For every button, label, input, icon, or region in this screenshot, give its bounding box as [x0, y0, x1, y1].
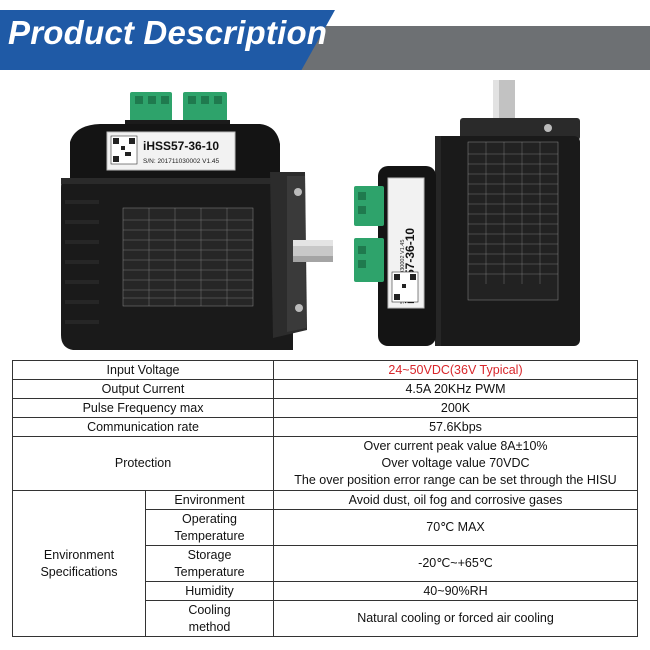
protection-line: Over voltage value 70VDC — [381, 456, 530, 470]
env-sub-label-line: Operating — [182, 511, 237, 526]
env-sub-label-line: Temperature — [174, 564, 245, 579]
environment-group-label-line: Specifications — [40, 564, 118, 579]
spec-value-multiline: Over current peak value 8A±10% Over volt… — [273, 436, 638, 491]
spec-label: Input Voltage — [11, 360, 275, 380]
env-sub-label: Storage Temperature — [144, 545, 275, 582]
spec-row-storage-temperature: Storage Temperature -20℃~+65℃ — [13, 545, 638, 582]
env-sub-label: Environment — [144, 490, 275, 510]
header-banner-blue — [0, 10, 335, 70]
spec-row-protection: Protection Over current peak value 8A±10… — [11, 436, 638, 491]
env-sub-label-line: Humidity — [185, 583, 234, 598]
spec-table: Input Voltage 24~50VDC(36V Typical) Outp… — [11, 360, 638, 637]
spec-row-pulse-frequency: Pulse Frequency max 200K — [11, 398, 638, 418]
spec-label: Pulse Frequency max — [11, 398, 275, 418]
spec-label: Communication rate — [11, 417, 275, 437]
env-value: -20℃~+65℃ — [273, 545, 638, 582]
spec-label: Protection — [11, 436, 275, 491]
env-sub-label-line: Storage — [187, 547, 232, 562]
spec-row-humidity: Humidity 40~90%RH — [13, 581, 638, 601]
env-sub-label-line: Environment — [174, 492, 245, 507]
spec-row-communication-rate: Communication rate 57.6Kbps — [11, 417, 638, 437]
env-value: 40~90%RH — [273, 581, 638, 601]
page-title: Product Description — [8, 14, 328, 51]
env-sub-label-line: Temperature — [174, 528, 245, 543]
left-label-model: iHSS57-36-10 — [143, 139, 219, 153]
spec-value: 57.6Kbps — [273, 417, 638, 437]
spec-row-output-current: Output Current 4.5A 20KHz PWM — [11, 379, 638, 399]
spec-value: 24~50VDC(36V Typical) — [273, 360, 638, 380]
header-banner-grey — [300, 26, 650, 70]
spec-row-environment: Environment Specifications Environment A… — [12, 490, 638, 637]
env-value: Avoid dust, oil fog and corrosive gases — [273, 490, 638, 510]
spec-row-cooling-method: Cooling method Natural cooling or forced… — [13, 600, 638, 637]
protection-line: The over position error range can be set… — [294, 473, 617, 487]
spec-label: Output Current — [11, 379, 275, 399]
env-value: Natural cooling or forced air cooling — [273, 600, 638, 637]
spec-value: 200K — [273, 398, 638, 418]
protection-line: Over current peak value 8A±10% — [363, 439, 548, 453]
env-sub-label: Cooling method — [144, 600, 275, 637]
env-sub-label-line: Cooling — [188, 602, 231, 617]
product-image-right: iHSS57-36-10 S/N: 201711030002 V1.45 — [350, 78, 590, 353]
env-value: 70℃ MAX — [273, 509, 638, 546]
env-sub-label: Operating Temperature — [144, 509, 275, 546]
env-sub-label-line: method — [188, 619, 231, 634]
spec-value: 4.5A 20KHz PWM — [273, 379, 638, 399]
spec-row-input-voltage: Input Voltage 24~50VDC(36V Typical) — [11, 360, 638, 380]
environment-group-label-line: Environment — [43, 547, 115, 562]
product-image-left: iHSS57-36-10 S/N: 201711030002 V1.45 — [55, 80, 340, 355]
spec-row-operating-temperature: Operating Temperature 70℃ MAX — [13, 509, 638, 546]
left-label-serial: S/N: 201711030002 V1.45 — [143, 158, 220, 165]
env-sub-label: Humidity — [144, 581, 275, 601]
environment-group-label: Environment Specifications — [12, 490, 146, 637]
